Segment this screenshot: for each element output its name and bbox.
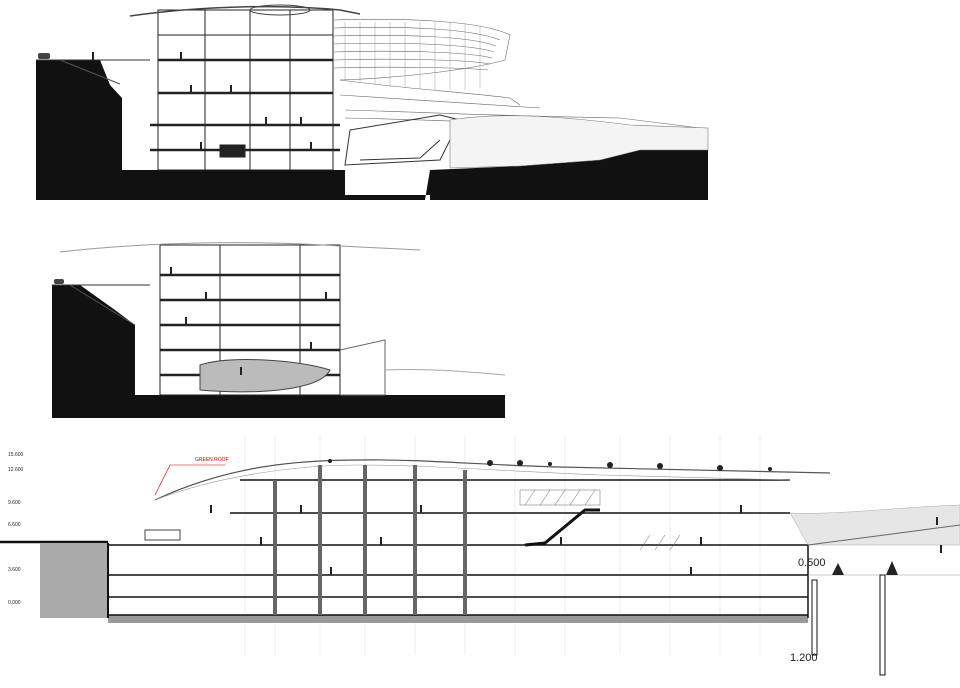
car-icon xyxy=(38,53,50,59)
tree-icon xyxy=(832,563,844,575)
ground-mass xyxy=(36,60,330,200)
level-mark: 3.600 xyxy=(8,567,21,573)
pit xyxy=(330,170,430,200)
ground-mass xyxy=(52,285,505,418)
annotation-label: GREEN ROOF xyxy=(195,457,229,463)
tree-icon xyxy=(886,561,898,575)
ground-mass-right xyxy=(430,150,708,200)
section-drawing-top xyxy=(36,4,709,200)
section-drawing-bottom xyxy=(0,435,960,676)
truck-icon xyxy=(144,529,181,541)
underground-fill xyxy=(40,543,108,618)
level-mark: 12.600 xyxy=(8,467,24,473)
level-right-bottom: 1.200 xyxy=(790,652,818,664)
car-icon xyxy=(54,279,64,284)
level-mark: 9.600 xyxy=(8,500,21,506)
section-drawing-middle xyxy=(52,242,506,418)
level-mark: 15.600 xyxy=(8,452,24,458)
level-mark: 6.600 xyxy=(8,522,21,528)
level-mark: 0.000 xyxy=(8,600,21,606)
level-right-top: 0.500 xyxy=(798,557,826,569)
